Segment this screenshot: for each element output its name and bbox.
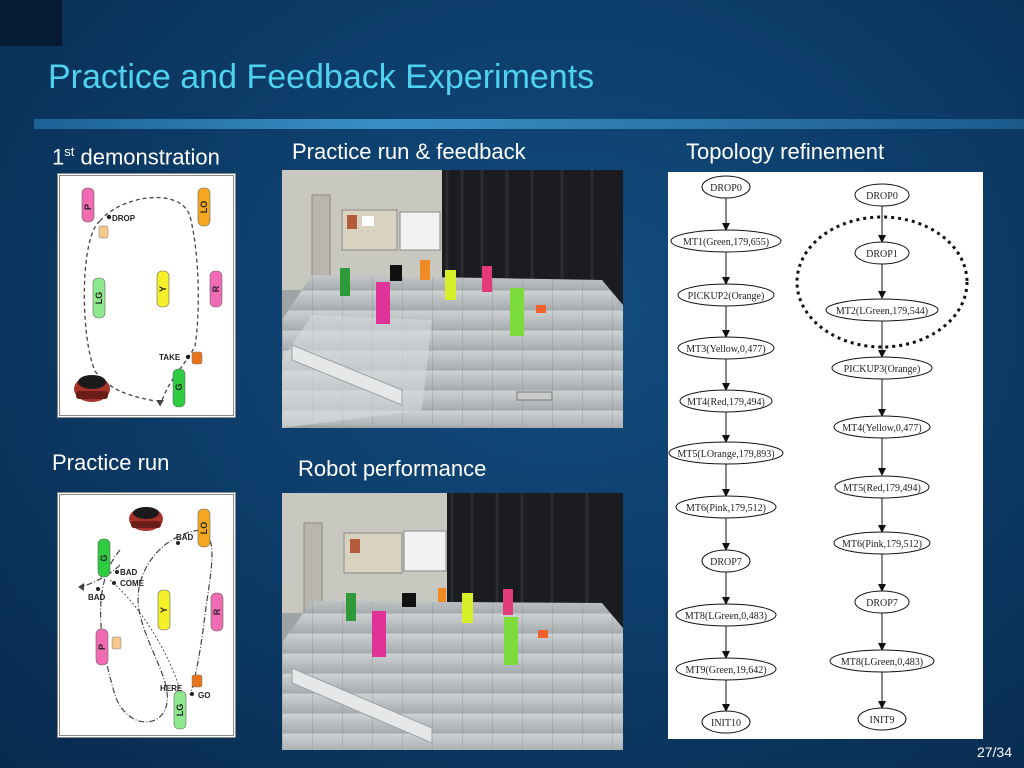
demo-path-diagram: P LO LG Y R G DROP TAKE <box>74 187 223 408</box>
svg-text:LG: LG <box>94 292 104 305</box>
title-rule <box>34 119 1024 129</box>
label-topology-refinement: Topology refinement <box>686 139 885 164</box>
right-node-0: DROP0 <box>866 191 898 202</box>
robot-icon-practice <box>129 507 163 531</box>
svg-text:G: G <box>99 554 109 561</box>
left-node-0: DROP0 <box>710 183 742 194</box>
take-point-marker <box>185 354 191 360</box>
bad-marker-3 <box>96 587 100 591</box>
right-node-3: PICKUP3(Orange) <box>844 364 921 375</box>
demo-sketch-panel: P LO LG Y R G DROP TAKE <box>57 173 236 418</box>
left-node-1: MT1(Green,179,655) <box>683 237 769 248</box>
practice-take-object-icon <box>191 674 203 688</box>
left-node-7: DROP7 <box>710 557 742 568</box>
label-first-demonstration: 1st demonstration <box>52 144 220 170</box>
target-yellow: Y <box>156 270 170 308</box>
take-label: TAKE <box>159 353 181 362</box>
left-node-3: MT3(Yellow,0,477) <box>686 344 765 355</box>
robot-icon <box>74 375 110 402</box>
svg-text:R: R <box>211 285 221 292</box>
right-node-4: MT4(Yellow,0,477) <box>842 423 921 434</box>
svg-text:P: P <box>97 644 107 650</box>
bad-label-1: BAD <box>176 533 194 542</box>
go-label: GO <box>198 691 210 700</box>
right-node-2: MT2(LGreen,179,544) <box>836 306 928 317</box>
left-node-2: PICKUP2(Orange) <box>688 291 765 302</box>
right-node-1: DROP1 <box>866 249 898 260</box>
label-robot-performance: Robot performance <box>298 456 487 481</box>
left-node-6: MT6(Pink,179,512) <box>686 503 766 514</box>
bad-label-3: BAD <box>88 593 106 602</box>
take-object-icon <box>191 351 203 365</box>
drop-label: DROP <box>112 214 136 223</box>
dropped-object-icon <box>98 225 109 239</box>
svg-text:Y: Y <box>158 286 168 292</box>
robot-performance-photo <box>282 493 623 750</box>
right-node-8: MT8(LGreen,0,483) <box>841 657 923 668</box>
target-light-orange: LO <box>197 187 211 227</box>
here-label: HERE <box>160 684 183 693</box>
practice-target-red: R <box>210 592 224 632</box>
bad-label-2: BAD <box>120 568 138 577</box>
bad-marker-1 <box>176 541 180 545</box>
svg-text:Y: Y <box>159 607 169 613</box>
target-light-green: LG <box>92 277 106 319</box>
drop-point-marker <box>106 214 112 220</box>
left-node-4: MT4(Red,179,494) <box>687 397 765 408</box>
target-red: R <box>209 270 223 308</box>
svg-text:LO: LO <box>199 522 209 535</box>
svg-text:LO: LO <box>199 201 209 214</box>
bad-marker-2 <box>115 570 119 574</box>
practice-target-green: G <box>97 538 111 578</box>
go-marker <box>190 692 194 696</box>
right-node-9: INIT9 <box>870 715 895 726</box>
practice-target-light-green: LG <box>173 690 187 730</box>
svg-text:LG: LG <box>175 704 185 717</box>
refinement-highlight-ellipse <box>795 215 969 349</box>
slide-title: Practice and Feedback Experiments <box>48 58 595 96</box>
practice-sketch-panel: LO G Y R P LG BAD BAD COME BAD <box>57 492 236 738</box>
label-practice-feedback: Practice run & feedback <box>292 139 526 164</box>
left-node-8: MT8(LGreen,0,483) <box>685 611 767 622</box>
label-practice-run: Practice run <box>52 450 170 475</box>
svg-text:R: R <box>212 608 222 615</box>
topology-graph: DROP0 MT1(Green,179,655) PICKUP2(Orange)… <box>668 175 969 734</box>
svg-text:P: P <box>83 204 93 210</box>
come-marker <box>112 581 116 585</box>
practice-target-light-orange: LO <box>197 508 211 548</box>
right-node-7: DROP7 <box>866 598 898 609</box>
practice-object-icon <box>111 636 122 650</box>
left-node-10: INIT10 <box>711 718 741 729</box>
come-label: COME <box>120 579 145 588</box>
target-green: G <box>172 368 186 408</box>
corner-block <box>0 0 62 46</box>
practice-target-yellow: Y <box>157 589 171 631</box>
left-node-9: MT9(Green,19,642) <box>685 665 766 676</box>
topology-graph-panel: DROP0 MT1(Green,179,655) PICKUP2(Orange)… <box>668 172 983 739</box>
practice-feedback-photo <box>282 170 623 428</box>
practice-target-pink: P <box>95 628 109 666</box>
right-node-5: MT5(Red,179,494) <box>843 483 921 494</box>
practice-path-diagram: LO G Y R P LG BAD BAD COME BAD <box>78 507 224 730</box>
page-number: 27/34 <box>976 744 1012 760</box>
left-node-5: MT5(LOrange,179,893) <box>677 449 774 460</box>
svg-text:G: G <box>174 383 184 390</box>
right-node-6: MT6(Pink,179,512) <box>842 539 922 550</box>
target-pink: P <box>81 187 95 223</box>
